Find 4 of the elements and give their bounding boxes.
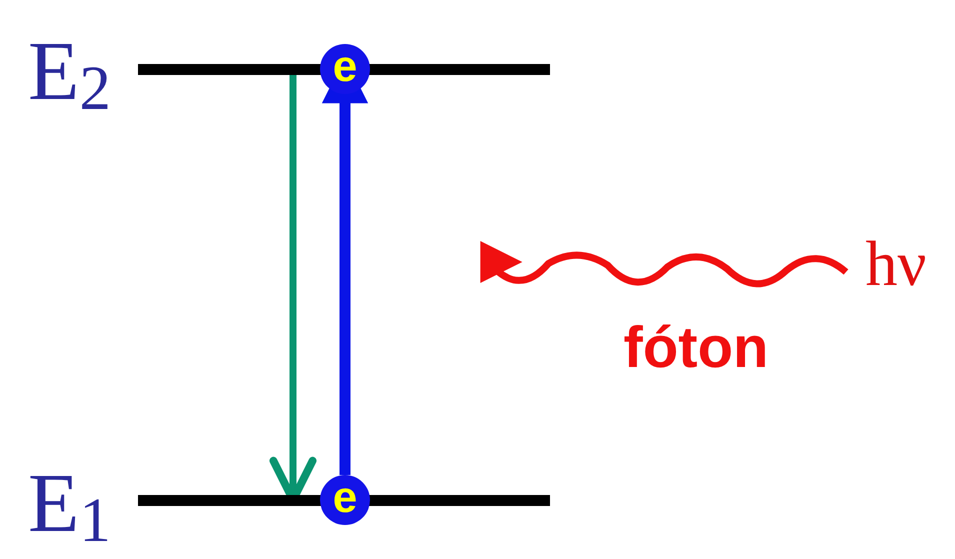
energy-level-label: E$_{1}$: [28, 456, 112, 556]
photon-energy-label: hν: [846, 226, 946, 306]
edge-label: fóton: [622, 316, 770, 380]
energy-level-label: E$_{2}$: [28, 24, 112, 122]
